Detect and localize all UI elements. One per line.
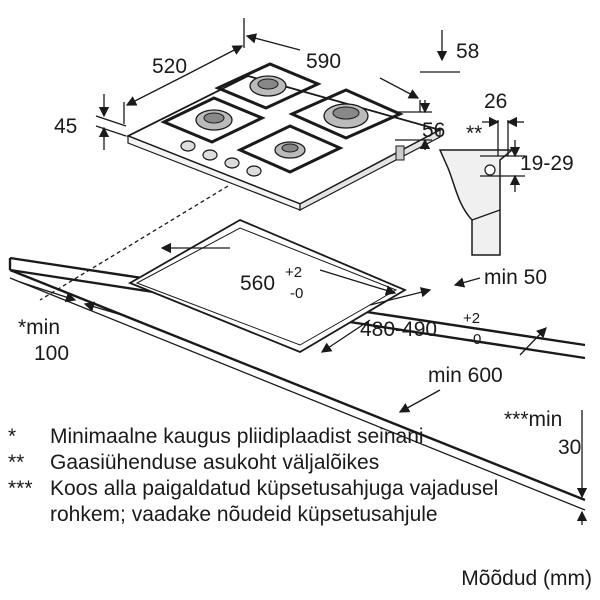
dim-connector-marker: **	[466, 122, 482, 145]
legend-note: ** Gaasiühenduse asukoht väljalõikes	[8, 450, 568, 476]
dim-connector-width: 26	[484, 90, 507, 113]
burner-front	[236, 124, 344, 174]
legend: * Minimaalne kaugus pliidiplaadist seina…	[8, 424, 568, 528]
dim-cutout-depth-tol-plus: +2	[463, 310, 480, 327]
units-label: Mõõdud (mm)	[461, 567, 592, 590]
dim-hob-width: 590	[306, 50, 341, 73]
dim-min-depth: min 600	[428, 364, 503, 387]
dim-connector-height: 19-29	[520, 152, 574, 175]
burner-right	[288, 88, 404, 140]
legend-text: Minimaalne kaugus pliidiplaadist seinani	[50, 425, 424, 448]
legend-marker: ***	[8, 477, 33, 500]
legend-note: *** Koos alla paigaldatud küpsetusahjuga…	[8, 476, 568, 528]
dim-min-side-value: 100	[34, 342, 69, 365]
dim-hob-height: 45	[54, 115, 77, 138]
dim-cutout-depth: 480-490	[360, 318, 437, 341]
burner-left	[160, 96, 266, 144]
dim-hob-depth: 520	[152, 55, 187, 78]
legend-text: Koos alla paigaldatud küpsetusahjuga vaj…	[50, 477, 499, 526]
dim-min-below-label: ***min	[504, 408, 562, 431]
hob	[125, 62, 443, 211]
dim-min-back: min 50	[484, 266, 547, 289]
dim-right-side: 56	[422, 119, 445, 142]
control-knobs	[180, 140, 262, 177]
dim-min-below-value: 30	[558, 436, 581, 459]
burner-back	[214, 62, 322, 110]
dim-min-side-label: *min	[18, 316, 60, 339]
legend-note: * Minimaalne kaugus pliidiplaadist seina…	[8, 424, 568, 450]
dim-cutout-depth-tol-minus: -0	[468, 331, 481, 348]
dim-cutout-width: 560	[240, 272, 275, 295]
dim-right-depth: 58	[456, 40, 479, 63]
legend-text: Gaasiühenduse asukoht väljalõikes	[50, 451, 380, 474]
dim-cutout-width-tol-minus: -0	[290, 285, 303, 302]
legend-marker: *	[8, 425, 17, 448]
dim-cutout-width-tol-plus: +2	[285, 264, 302, 281]
gas-connector-detail	[438, 120, 525, 256]
dimension-lines	[19, 18, 588, 525]
legend-marker: **	[8, 451, 25, 474]
